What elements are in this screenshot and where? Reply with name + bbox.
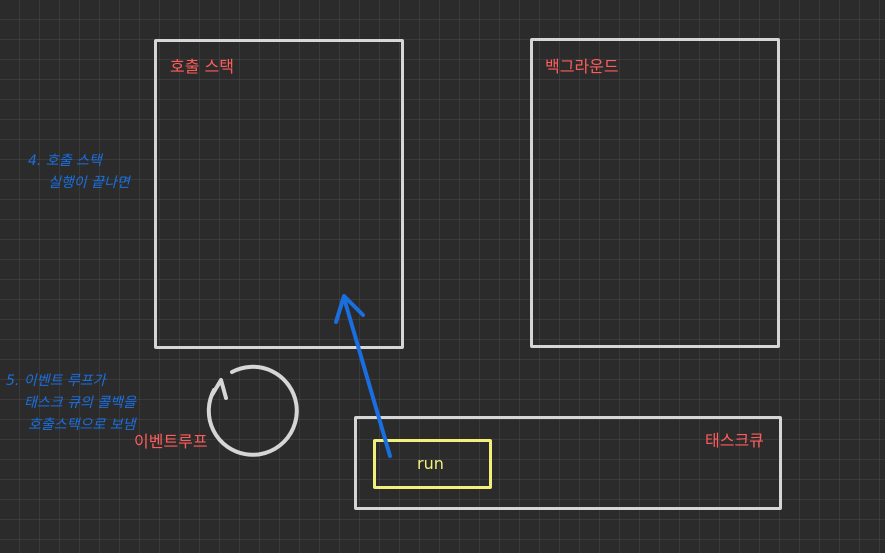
annotation-step-4: 4. 호출 스택 실행이 끝나면	[28, 150, 130, 194]
annotation-step-5-line-3: 호출스택으로 보냄	[28, 417, 136, 433]
task-item-run-label: run	[417, 454, 444, 473]
task-queue-box	[354, 416, 782, 510]
annotation-step-4-line-1: 4. 호출 스택	[28, 153, 102, 169]
task-item-run-box	[373, 439, 492, 489]
event-loop-cycle-icon	[206, 364, 299, 457]
annotation-step-5-line-2: 태스크 큐의 콜백을	[24, 395, 136, 411]
event-loop-label: 이벤트루프	[134, 432, 208, 451]
annotation-step-5-line-1: 5. 이벤트 루프가	[6, 373, 106, 389]
annotation-step-5: 5. 이벤트 루프가 태스크 큐의 콜백을 호출스택으로 보냄	[6, 370, 136, 436]
task-to-stack-arrow	[334, 294, 392, 458]
call-stack-label: 호출 스택	[170, 57, 234, 76]
task-queue-label: 태스크큐	[705, 431, 764, 450]
background-box	[530, 38, 780, 348]
background-label: 백그라운드	[545, 57, 619, 76]
call-stack-box	[154, 39, 404, 349]
annotation-step-4-line-2: 실행이 끝나면	[48, 175, 130, 191]
